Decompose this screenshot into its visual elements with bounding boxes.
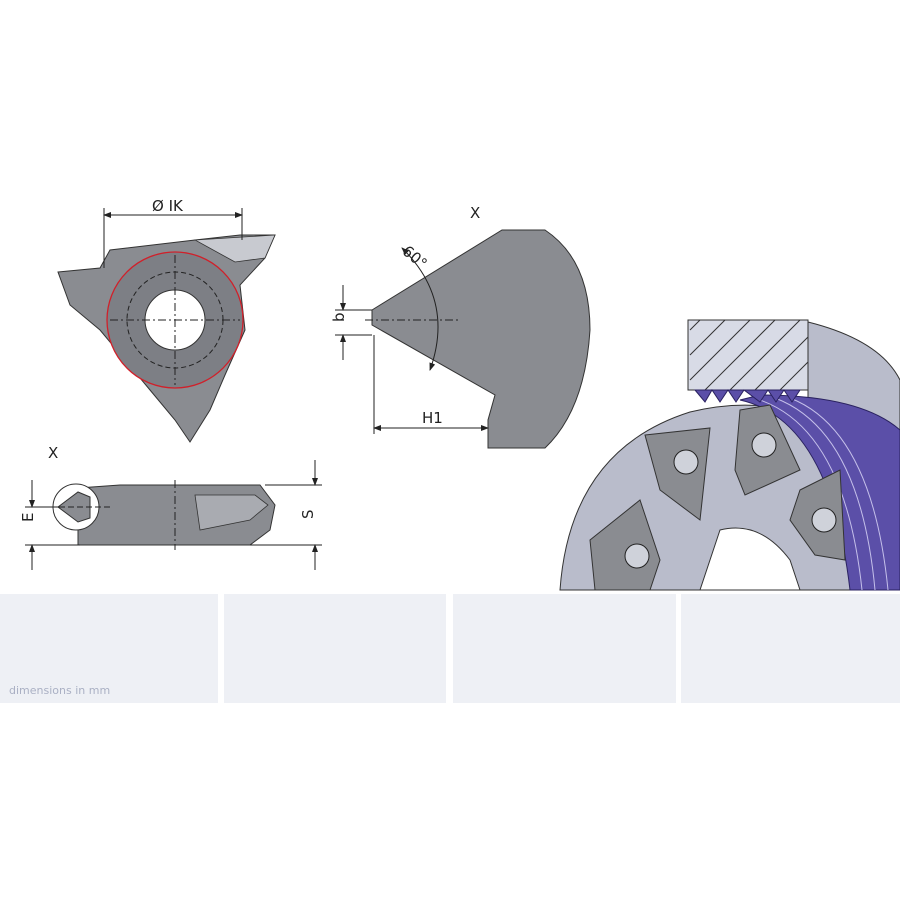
s-label: S bbox=[299, 509, 317, 519]
technical-drawing: Ø IK X 60° b H1 X E S bbox=[19, 197, 900, 591]
units-note: dimensions in mm bbox=[9, 684, 111, 697]
diameter-ik-label: Ø IK bbox=[152, 197, 184, 215]
angle-label: 60° bbox=[399, 242, 431, 273]
side-view-label: X bbox=[48, 444, 58, 462]
detail-x-view: X 60° b H1 bbox=[330, 204, 591, 449]
e-label: E bbox=[19, 513, 37, 522]
detail-view-label: X bbox=[470, 204, 480, 222]
info-panel-2 bbox=[224, 594, 446, 703]
info-panel-1 bbox=[0, 594, 218, 703]
h1-label: H1 bbox=[422, 409, 443, 427]
insert-top-view: Ø IK bbox=[57, 197, 276, 443]
b-label: b bbox=[330, 312, 348, 322]
insert-side-view: X E S bbox=[19, 444, 322, 570]
info-panel-3 bbox=[453, 594, 676, 703]
thread-milling-illustration bbox=[559, 319, 900, 591]
info-panel-4 bbox=[681, 594, 900, 703]
